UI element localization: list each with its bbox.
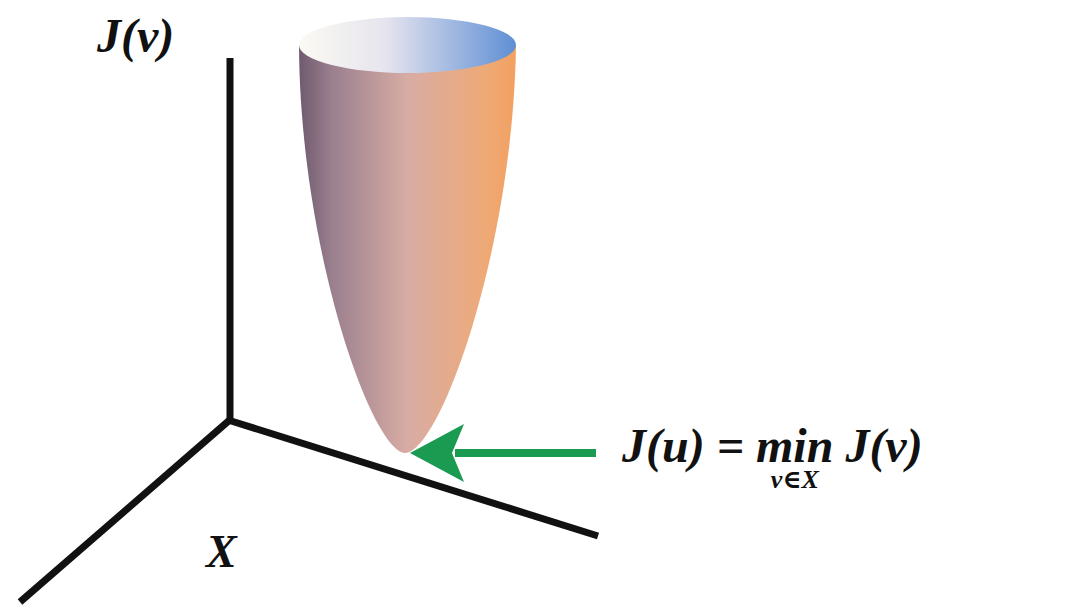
minimum-arrow [410, 424, 596, 482]
arrow-shaft [455, 449, 596, 457]
axis-label: X [206, 526, 237, 579]
formula-subscript: v∈X [771, 465, 819, 495]
paraboloid-surface [299, 45, 516, 453]
axis-label: J(v) [97, 8, 174, 63]
depth-axis [20, 418, 232, 602]
minimum-formula: J(u) = min J(v) [622, 418, 923, 473]
arrow-head [410, 424, 464, 482]
vertical-axis [227, 58, 234, 422]
paraboloid-rim [299, 17, 516, 73]
